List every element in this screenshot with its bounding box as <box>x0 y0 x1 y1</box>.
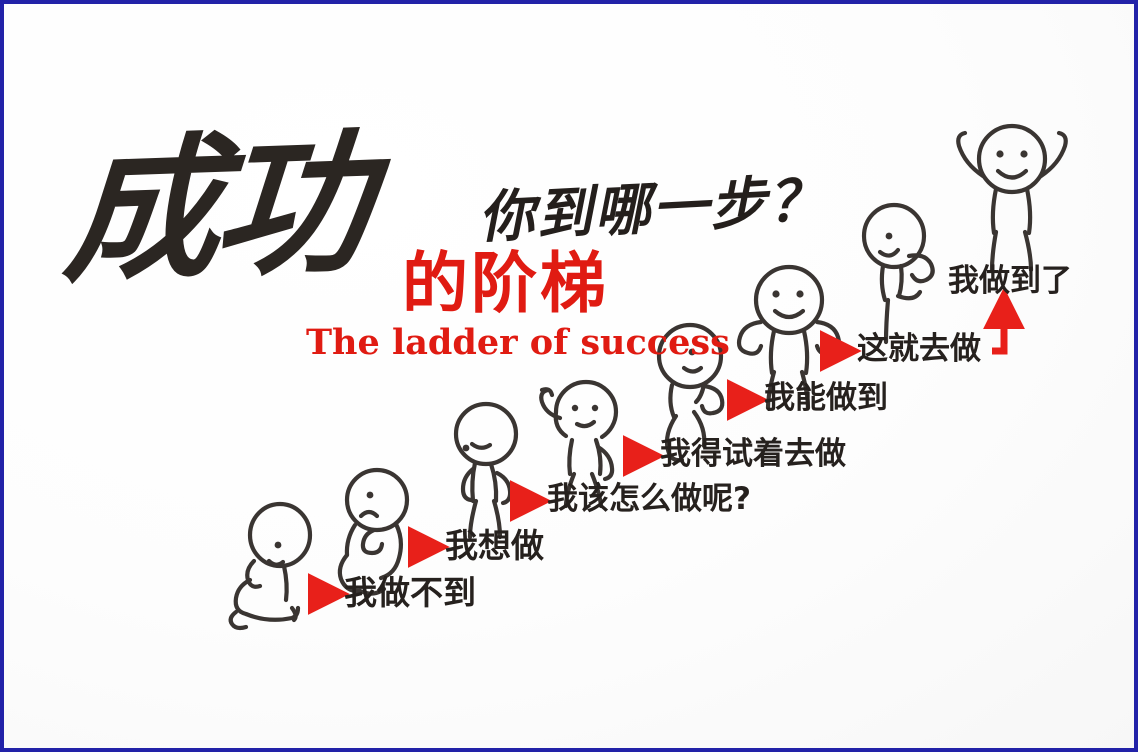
stick-figure-3-icon <box>453 401 519 540</box>
step-caption-7: 我做到了 <box>948 263 1072 299</box>
step-caption-5: 我能做到 <box>764 380 888 416</box>
step-caption-6: 这就去做 <box>857 331 981 367</box>
stick-figure-4-icon <box>539 379 619 509</box>
poster-background <box>4 4 1134 748</box>
step-caption-3: 我该怎么做呢? <box>547 481 751 517</box>
stick-figure-7-icon <box>861 202 935 345</box>
headline-title-en: The ladder of success <box>306 322 730 363</box>
stick-figure-8-icon <box>956 123 1068 273</box>
stick-figure-5-icon <box>656 322 725 463</box>
stick-figure-1-icon <box>228 501 313 631</box>
step-caption-1: 我做不到 <box>344 573 476 612</box>
step-caption-4: 我得试着去做 <box>660 436 846 472</box>
step-caption-2: 我想做 <box>445 526 544 565</box>
headline-title-cn: 成功 <box>59 110 371 305</box>
illustration-canvas <box>228 123 1068 631</box>
headline-title-cn-red: 的阶梯 <box>402 245 609 322</box>
arrow-elbow-up-icon <box>983 287 1025 355</box>
